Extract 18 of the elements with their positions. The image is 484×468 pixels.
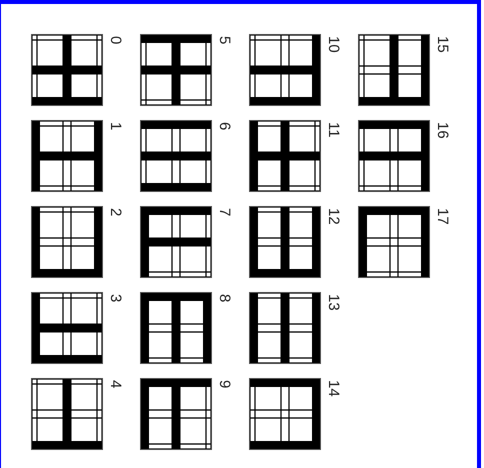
tile-number: 5 [217,36,232,44]
tile-number: 11 [326,122,341,138]
tile-number: 12 [326,208,341,225]
tile-number: 8 [217,294,232,302]
tile-number: 2 [108,208,123,216]
tile-number: 7 [217,208,232,216]
tile-number: 3 [108,294,123,302]
tile-number: 16 [435,122,450,139]
tile-number: 10 [326,36,341,53]
tile-number: 6 [217,122,232,130]
tile-number: 17 [435,208,450,225]
tile-number: 1 [108,122,123,130]
tile-number: 14 [326,380,341,397]
tile-number: 9 [217,380,232,388]
tile-number: 13 [326,294,341,311]
tile-number: 4 [108,380,123,388]
tile-number: 15 [435,36,450,53]
tile-number: 0 [108,36,123,44]
